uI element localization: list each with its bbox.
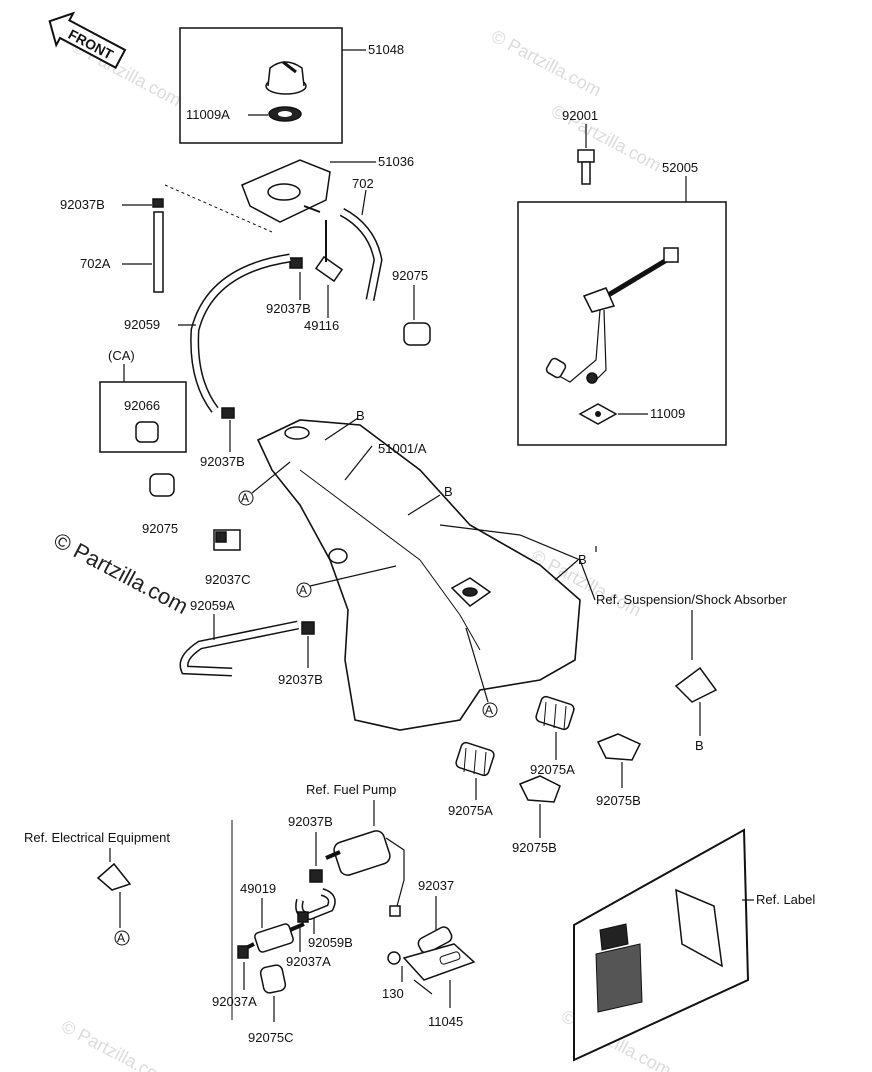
bracket-11045-icon bbox=[402, 943, 476, 995]
label-130: 130 bbox=[382, 986, 404, 1001]
damper-92066-icon bbox=[135, 421, 159, 443]
label-49019: 49019 bbox=[240, 881, 276, 896]
label-702: 702 bbox=[352, 176, 374, 191]
ref-fuel-pump: Ref. Fuel Pump bbox=[306, 782, 396, 797]
damper-92075B-right-icon bbox=[596, 733, 642, 761]
marker-A2: A bbox=[299, 583, 307, 597]
bracket-suspension-icon bbox=[674, 666, 718, 703]
ref-suspension: Ref. Suspension/Shock Absorber bbox=[596, 592, 787, 607]
damper-92075A-upper-icon bbox=[535, 695, 575, 731]
label-92037B-b: 92037B bbox=[266, 301, 311, 316]
label-92037B-e: 92037B bbox=[288, 814, 333, 829]
label-92066: 92066 bbox=[124, 398, 160, 413]
watermark-6: © Partzilla.com bbox=[58, 1016, 174, 1072]
hose-92059-icon bbox=[190, 253, 291, 413]
gasket-11009A-icon bbox=[268, 106, 302, 122]
label-11009A: 11009A bbox=[186, 107, 230, 122]
label-CA: (CA) bbox=[108, 348, 135, 363]
label-92075A-b: 92075A bbox=[448, 803, 493, 818]
damper-92075-top-icon bbox=[403, 322, 431, 346]
ref-electrical: Ref. Electrical Equipment bbox=[24, 830, 170, 845]
watermark-1: © Partzilla.com bbox=[488, 26, 604, 101]
label-92075C: 92075C bbox=[248, 1030, 294, 1045]
fuel-filter-49019-icon bbox=[245, 922, 305, 953]
clamp-92037B-top-icon bbox=[152, 198, 164, 208]
fuel-tank-icon bbox=[256, 419, 596, 731]
label-702A: 702A bbox=[80, 256, 111, 271]
label-92001: 92001 bbox=[562, 108, 598, 123]
label-92037B-d: 92037B bbox=[278, 672, 323, 687]
bracket-electrical-icon bbox=[96, 862, 132, 891]
ref-label: Ref. Label bbox=[756, 892, 815, 907]
marker-A4: A bbox=[117, 931, 125, 945]
valve-49116-icon bbox=[289, 220, 344, 283]
label-92037B-c: 92037B bbox=[200, 454, 245, 469]
hose-702A-icon bbox=[153, 211, 164, 293]
marker-A3: A bbox=[485, 703, 493, 717]
bolt-92001-icon bbox=[577, 149, 595, 185]
damper-92075C-icon bbox=[259, 964, 287, 994]
label-11009: 11009 bbox=[650, 406, 685, 421]
label-51001A: 51001/A bbox=[378, 441, 427, 456]
hose-92059A-icon bbox=[179, 620, 299, 677]
label-51036: 51036 bbox=[378, 154, 414, 169]
filler-neck-icon bbox=[241, 159, 331, 223]
label-52005: 52005 bbox=[662, 160, 698, 175]
label-51048: 51048 bbox=[368, 42, 404, 57]
label-92037: 92037 bbox=[418, 878, 454, 893]
label-92059A: 92059A bbox=[190, 598, 235, 613]
screw-130-icon bbox=[387, 951, 401, 965]
marker-B2: B bbox=[444, 484, 453, 499]
label-92059B: 92059B bbox=[308, 935, 353, 950]
watermark-main: © Partzilla.com bbox=[50, 527, 193, 619]
marker-B1: B bbox=[356, 408, 365, 423]
label-92075B-b: 92075B bbox=[512, 840, 557, 855]
label-panel-icon bbox=[573, 828, 750, 1062]
front-arrow: FRONT bbox=[48, 11, 127, 69]
label-92037C: 92037C bbox=[205, 572, 251, 587]
marker-B4: B bbox=[695, 738, 704, 753]
label-11045: 11045 bbox=[428, 1014, 463, 1029]
box-51048 bbox=[179, 27, 343, 144]
clamp-92037B-tank-icon bbox=[221, 407, 235, 419]
label-92037A-a: 92037A bbox=[286, 954, 331, 969]
clamp-92037B-lower-icon bbox=[301, 621, 315, 635]
box-52005 bbox=[517, 201, 727, 446]
label-92059: 92059 bbox=[124, 317, 160, 332]
damper-92075B-mid-icon bbox=[518, 775, 561, 803]
fuel-pump-icon bbox=[325, 830, 405, 917]
marker-A1: A bbox=[241, 491, 249, 505]
label-92075-b: 92075 bbox=[142, 521, 178, 536]
fuel-gauge-sender-icon bbox=[545, 247, 679, 384]
label-92075-a: 92075 bbox=[392, 268, 428, 283]
clamp-92037B-pump-icon bbox=[309, 869, 323, 883]
label-92037B-a: 92037B bbox=[60, 197, 105, 212]
damper-92037-icon bbox=[417, 926, 453, 954]
clamp-92037A-mid-icon bbox=[297, 911, 309, 923]
damper-92075A-lower-icon bbox=[455, 741, 495, 777]
filler-cap-icon bbox=[265, 60, 307, 95]
clamp-92037A-left-icon bbox=[237, 945, 249, 959]
label-92075A-a: 92075A bbox=[530, 762, 575, 777]
box-CA bbox=[99, 381, 187, 453]
label-92075B-a: 92075B bbox=[596, 793, 641, 808]
label-49116: 49116 bbox=[304, 318, 339, 333]
marker-B3: B bbox=[578, 552, 587, 567]
damper-92075-left-icon bbox=[149, 473, 175, 497]
label-92037A-b: 92037A bbox=[212, 994, 257, 1009]
